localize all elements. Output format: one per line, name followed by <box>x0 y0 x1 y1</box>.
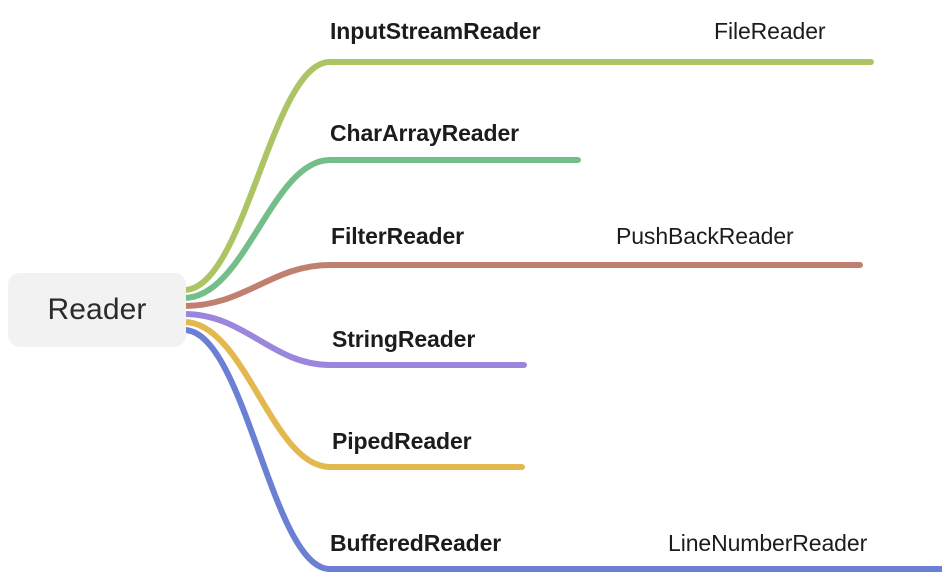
node-label-input-stream-reader[interactable]: InputStreamReader <box>330 18 541 44</box>
node-label-char-array-reader[interactable]: CharArrayReader <box>330 120 519 146</box>
node-label-file-reader[interactable]: FileReader <box>714 18 826 44</box>
node-label-piped-reader[interactable]: PipedReader <box>332 428 472 454</box>
node-label-buffered-reader[interactable]: BufferedReader <box>330 530 502 556</box>
branch-curve-2 <box>181 262 863 309</box>
branch-curve-0 <box>181 59 874 293</box>
node-label-push-back-reader[interactable]: PushBackReader <box>616 223 794 249</box>
root-node-label: Reader <box>47 293 147 326</box>
node-label-string-reader[interactable]: StringReader <box>332 326 476 352</box>
root-node-reader[interactable]: Reader <box>8 273 186 347</box>
node-label-line-number-reader[interactable]: LineNumberReader <box>668 530 868 556</box>
node-label-filter-reader[interactable]: FilterReader <box>331 223 465 249</box>
